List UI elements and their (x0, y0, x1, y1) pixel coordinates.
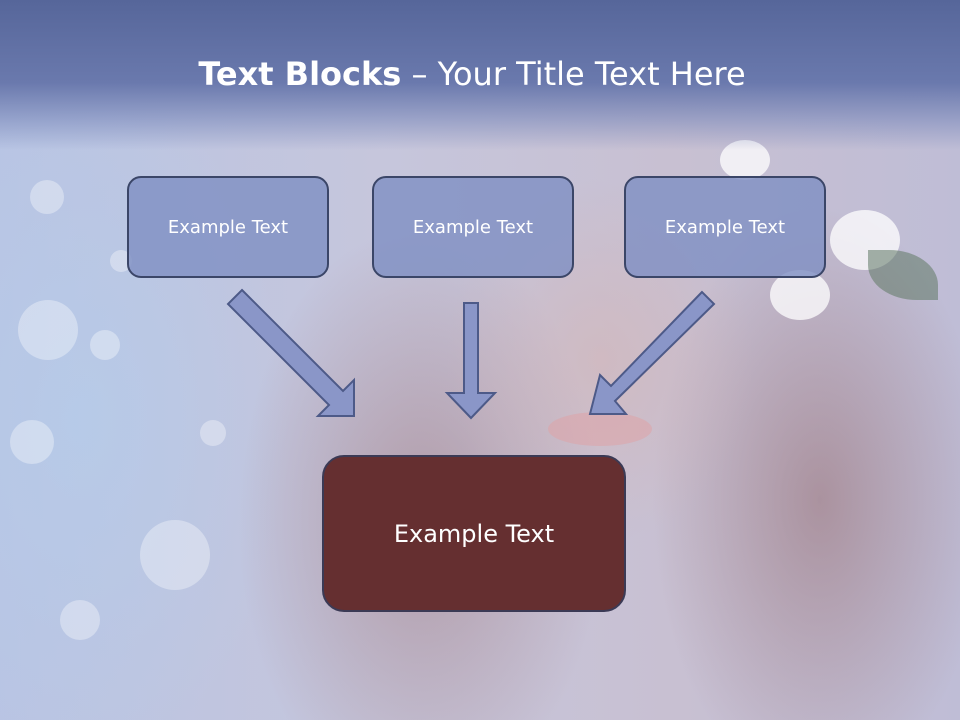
text-box-left[interactable]: Example Text (127, 176, 329, 278)
main-text-box[interactable]: Example Text (322, 455, 626, 612)
text-box-center[interactable]: Example Text (372, 176, 574, 278)
arrow-center (444, 302, 498, 420)
bokeh-light (110, 250, 132, 272)
title-dash: – (411, 55, 428, 93)
arrow-right (588, 290, 716, 415)
title-rest: Your Title Text Here (437, 55, 746, 93)
bokeh-light (10, 420, 54, 464)
bokeh-light (140, 520, 210, 590)
main-text-box-label: Example Text (393, 519, 555, 548)
title-band (0, 0, 960, 150)
arrow-left (226, 288, 355, 417)
bokeh-light (30, 180, 64, 214)
text-box-label: Example Text (664, 216, 786, 238)
bokeh-light (60, 600, 100, 640)
text-box-label: Example Text (167, 216, 289, 238)
bokeh-light (200, 420, 226, 446)
text-box-label: Example Text (412, 216, 534, 238)
bokeh-light (90, 330, 120, 360)
slide-title: Text Blocks – Your Title Text Here (0, 54, 944, 94)
flower-petal (770, 270, 830, 320)
lips (548, 412, 652, 446)
text-box-right[interactable]: Example Text (624, 176, 826, 278)
title-bold: Text Blocks (198, 55, 402, 93)
bokeh-light (18, 300, 78, 360)
